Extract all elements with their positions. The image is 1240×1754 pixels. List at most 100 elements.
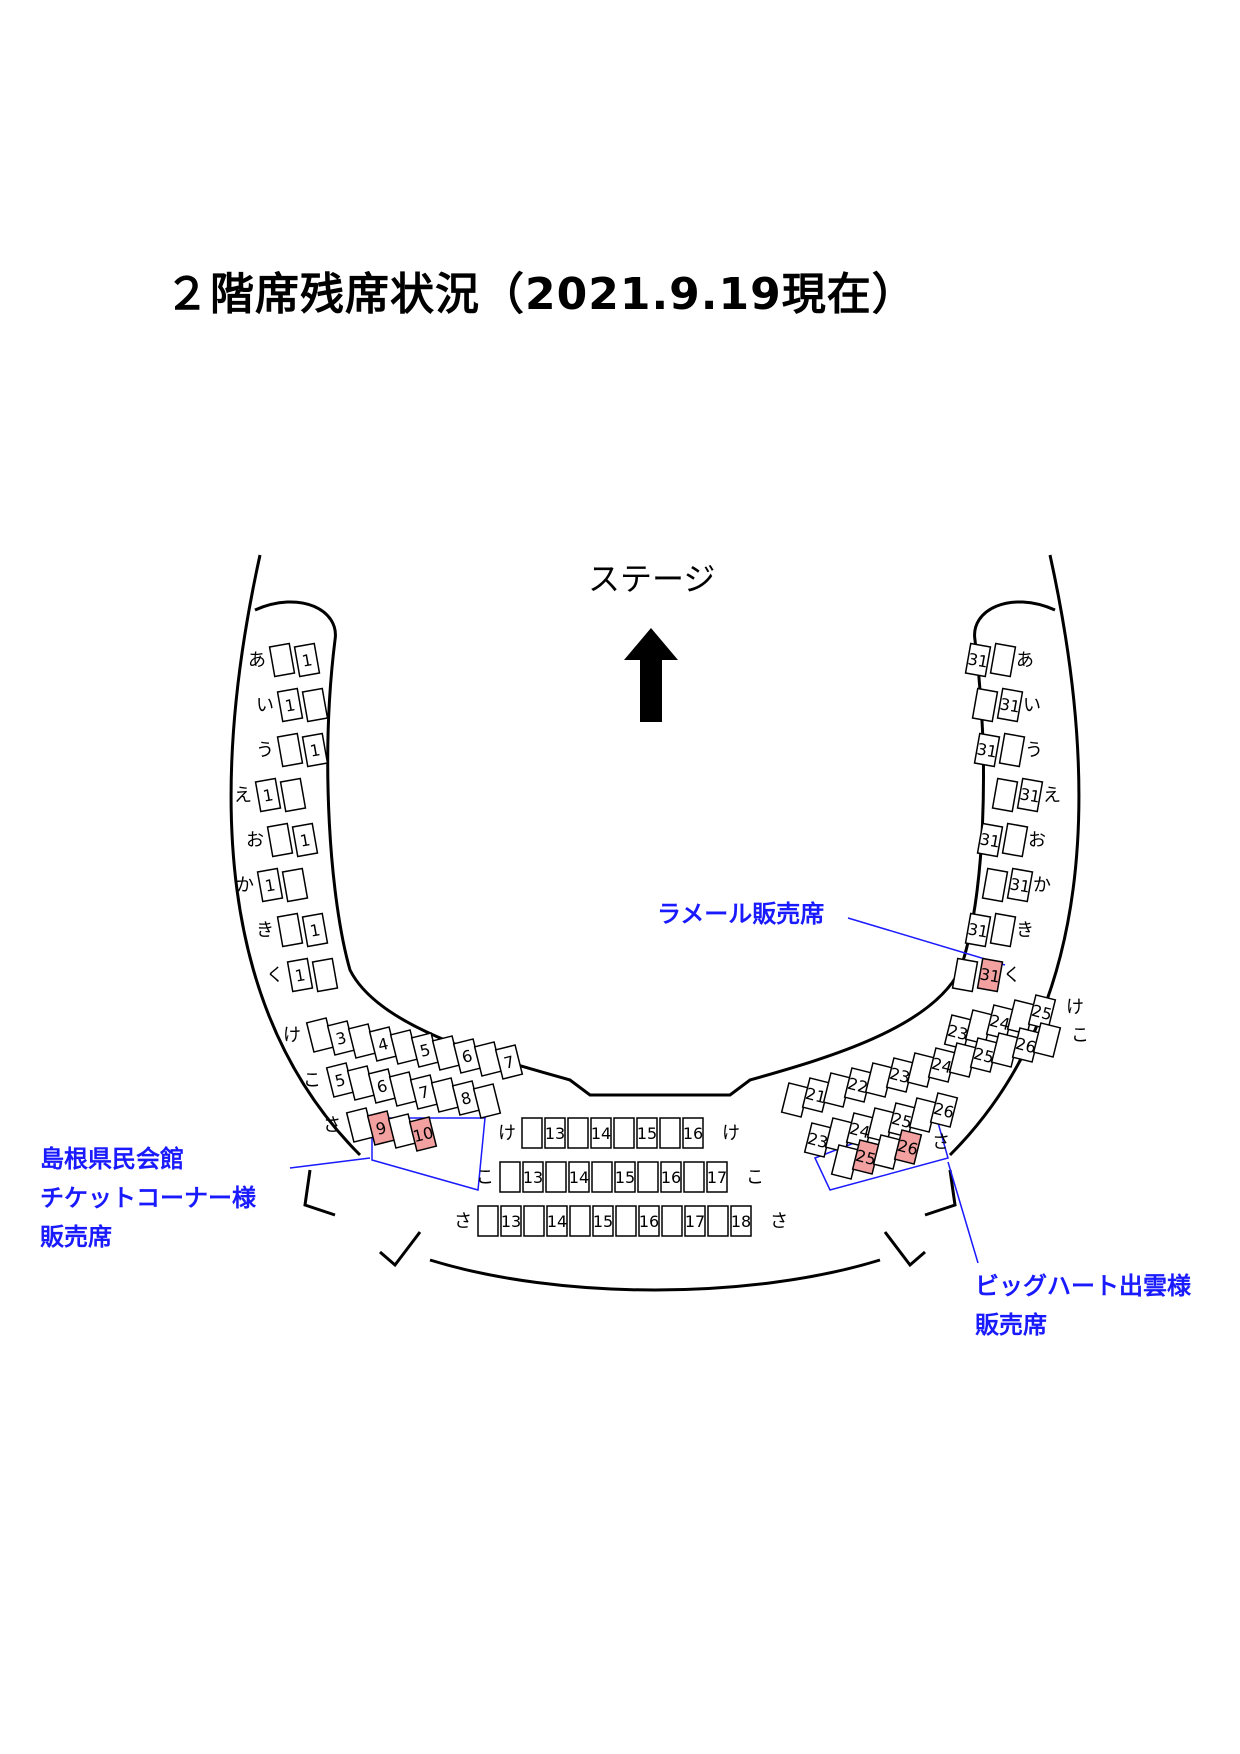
seat-number: 21 [804,1084,828,1107]
seat-number: 16 [683,1124,703,1143]
seat [998,732,1026,768]
seat: 31 [964,912,992,948]
sold-seat: 10 [408,1116,438,1152]
seat-number: 13 [501,1212,521,1231]
seat-number: 1 [308,920,321,940]
row-label: き [1016,920,1034,941]
seat [276,732,304,768]
seat: 1 [301,732,329,768]
seat: 31 [1016,777,1044,813]
seat: 25 [887,1102,917,1138]
note-line: 島根県民会館 [40,1145,184,1173]
seat [991,777,1019,813]
seat-number: 31 [966,919,989,941]
seat [989,912,1017,948]
left-door [379,1231,422,1268]
seat: 31 [973,732,1001,768]
seat-number: 6 [375,1076,389,1097]
seat: 16 [660,1161,682,1193]
row-label: け [283,1025,301,1046]
seat-number: 23 [946,1021,970,1044]
seat-number: 23 [806,1129,830,1152]
seat [637,1161,659,1193]
seat-number: 22 [846,1074,870,1097]
seat-number: 31 [966,649,989,671]
seat: 16 [682,1117,704,1149]
seat-number: 31 [998,694,1021,716]
seat: 24 [985,1004,1015,1040]
seat [499,1161,521,1193]
seat [971,687,999,723]
seat [683,1161,705,1193]
seat: 17 [684,1205,706,1237]
seat-number: 15 [593,1212,613,1231]
seat [311,957,339,993]
seat: 1 [254,777,282,813]
row-label: き [256,920,274,941]
seat-number: 13 [523,1168,543,1187]
bigheart-sales-note: ビッグハート出雲様 販売席 [975,1267,1191,1345]
row-label: あ [248,650,266,671]
seat-number: 31 [1008,874,1031,896]
seat: 21 [801,1077,831,1113]
seat [545,1161,567,1193]
seat: 16 [638,1205,660,1237]
seat-number: 1 [308,740,321,760]
seat: 3 [326,1020,356,1056]
seat [569,1205,591,1237]
seat-number: 14 [591,1124,611,1143]
seat-number: 1 [261,785,274,805]
seat [591,1161,613,1193]
seat: 25 [1027,994,1057,1030]
seat-number: 25 [972,1044,996,1067]
seat [523,1205,545,1237]
shimane-pointer-line [289,1157,371,1169]
seat: 7 [409,1074,439,1110]
seat [707,1205,729,1237]
seat: 6 [452,1038,482,1074]
sold-seat: 26 [893,1129,923,1165]
seat: 1 [276,687,304,723]
seat-number: 31 [975,739,998,761]
seat-number: 18 [731,1212,751,1231]
seat [281,867,309,903]
row-label: こ [303,1070,321,1091]
seat [1032,1022,1062,1058]
seat: 4 [368,1026,398,1062]
note-line: 販売席 [40,1223,112,1251]
seat: 23 [885,1057,915,1093]
seat [268,642,296,678]
seat-number: 23 [888,1064,912,1087]
seat: 25 [969,1037,999,1073]
seat-number: 24 [988,1011,1012,1034]
seat-number: 25 [854,1146,878,1169]
seat-number: 1 [298,830,311,850]
seat-number: 31 [978,964,1001,986]
seat: 1 [256,867,284,903]
seat [567,1117,589,1149]
row-label: く [266,965,284,986]
right-exit [924,1169,957,1217]
hall-outer-outline-right [948,554,1081,1157]
seat: 15 [614,1161,636,1193]
seat-number: 14 [547,1212,567,1231]
seat-number: 5 [333,1070,347,1091]
left-exit [303,1169,336,1217]
seat: 24 [927,1047,957,1083]
seat-number: 17 [707,1168,727,1187]
row-label: い [256,695,274,716]
seat: 13 [500,1205,522,1237]
row-label: う [256,740,274,761]
row-label: さ [323,1115,341,1136]
seat [1001,822,1029,858]
seat: 1 [301,912,329,948]
seat-number: 6 [460,1046,474,1067]
row-label: こ [746,1167,764,1188]
seat [472,1083,502,1119]
seat-number: 25 [890,1109,914,1132]
seat: 13 [522,1161,544,1193]
seat-number: 31 [978,829,1001,851]
row-label: あ [1016,650,1034,671]
seat: 17 [706,1161,728,1193]
